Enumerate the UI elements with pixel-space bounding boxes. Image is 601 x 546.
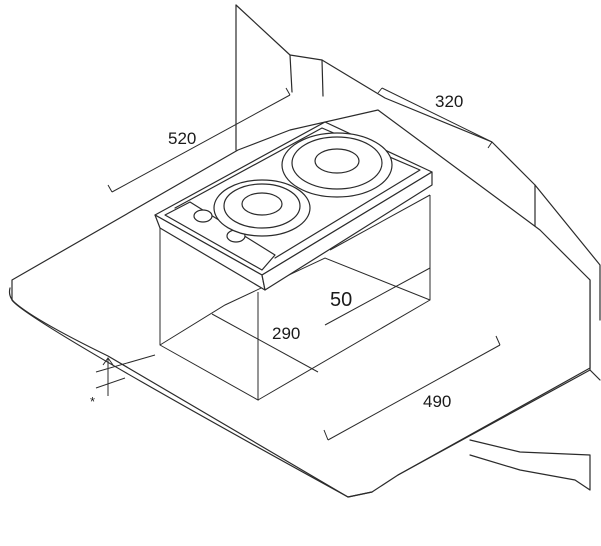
large-burner bbox=[281, 132, 393, 198]
note-marker: * bbox=[90, 394, 95, 409]
dimension-label-490: 490 bbox=[423, 392, 451, 411]
dimension-label-50: 50 bbox=[330, 289, 352, 311]
clearance-marker: * bbox=[90, 354, 156, 409]
hob bbox=[154, 121, 433, 291]
dimension-50: 50 bbox=[324, 267, 431, 326]
dimension-label-320: 320 bbox=[435, 92, 463, 111]
dimension-label-290: 290 bbox=[272, 324, 300, 343]
dimension-320: 320 bbox=[377, 87, 493, 149]
dimension-label-520: 520 bbox=[168, 129, 196, 148]
dimension-290: 290 bbox=[211, 313, 319, 373]
dimension-520: 520 bbox=[107, 87, 291, 193]
dimension-490: 490 bbox=[323, 335, 501, 441]
countertop-edge bbox=[11, 299, 373, 498]
back-wall bbox=[235, 4, 601, 321]
small-burner bbox=[213, 179, 311, 237]
control-knob-1 bbox=[193, 209, 213, 223]
